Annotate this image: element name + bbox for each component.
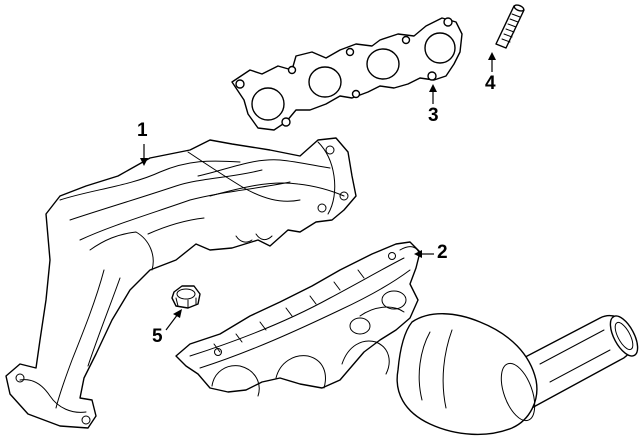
exhaust-manifold-left bbox=[5, 137, 357, 429]
callout-3: 3 bbox=[428, 105, 439, 126]
leader-line-5 bbox=[165, 309, 182, 331]
callout-4: 4 bbox=[485, 73, 496, 94]
callout-5: 5 bbox=[152, 326, 163, 347]
leader-line-3 bbox=[429, 84, 437, 104]
leader-line-2 bbox=[414, 250, 434, 258]
manifold-stud bbox=[495, 4, 525, 49]
manifold-gasket bbox=[231, 17, 463, 131]
callout-2: 2 bbox=[437, 242, 448, 263]
manifold-nut bbox=[171, 285, 201, 309]
callout-1: 1 bbox=[137, 120, 148, 141]
leader-line-4 bbox=[488, 52, 496, 72]
leader-line-1 bbox=[140, 144, 148, 166]
exhaust-manifold-right bbox=[175, 241, 639, 436]
